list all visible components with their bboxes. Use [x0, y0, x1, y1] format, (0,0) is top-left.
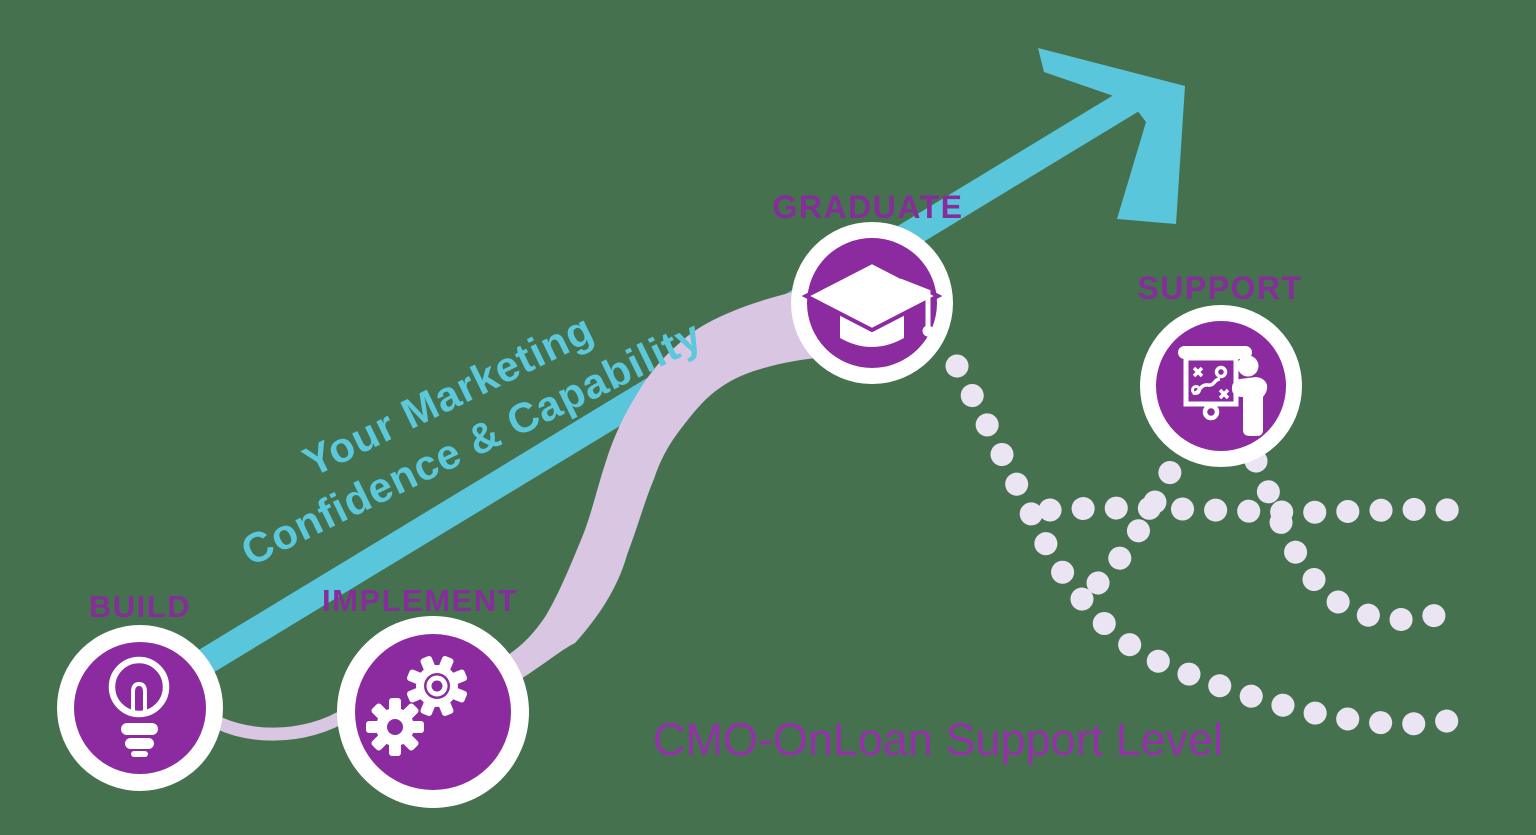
confidence-arrow-head — [1038, 48, 1185, 224]
support-ribbon — [470, 272, 876, 693]
support-level-axis-label: CMO-OnLoan Support Level — [652, 714, 1224, 765]
stage-node-graduate — [791, 222, 953, 384]
dotted-path-graduate-descent — [945, 354, 1459, 736]
support-line-build-implement — [201, 706, 354, 741]
stage-label-support: SUPPORT — [1137, 270, 1303, 306]
stage-label-build: BUILD — [88, 589, 192, 624]
strategy-presentation-icon — [1178, 346, 1268, 436]
stage-node-implement — [337, 616, 529, 808]
stage-node-support — [1140, 305, 1302, 467]
dotted-path-rise-to-support — [1086, 454, 1185, 595]
dotted-support-paths — [945, 354, 1462, 736]
dotted-path-support-descent — [1244, 449, 1462, 631]
build-circle — [74, 642, 206, 774]
stage-label-graduate: GRADUATE — [772, 189, 964, 225]
graduation-cap-icon — [801, 259, 943, 347]
stage-label-implement: IMPLEMENT — [321, 583, 519, 618]
gears-icon — [366, 655, 468, 756]
lightbulb-icon — [108, 656, 170, 757]
dotted-path-baseline — [1038, 496, 1461, 524]
stage-node-build — [57, 625, 223, 791]
